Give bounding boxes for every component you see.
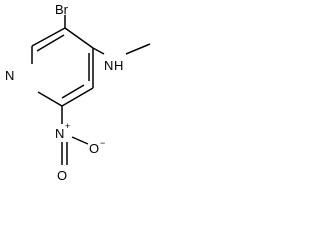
bond-c2-c3-inner — [36, 34, 65, 52]
pyridine-ring — [31, 27, 94, 107]
nitro-nitrogen-label: N — [55, 126, 64, 141]
nitro-oxygen-double-label: O — [57, 168, 67, 183]
nitro-nitrogen-charge: + — [65, 121, 70, 131]
bond-c2-c3 — [31, 27, 66, 47]
bond-nitro-o-single — [71, 136, 89, 145]
amine-hydrogen-label: H — [114, 58, 123, 73]
bond-c4-nh — [92, 47, 105, 55]
nitro-oxygen-charge: − — [100, 138, 105, 148]
bond-nh-ch3 — [125, 43, 151, 55]
chemical-structure: Br N N H N + O − O — [5, 2, 151, 183]
ring-nitrogen-label: N — [5, 68, 14, 83]
bond-c5-c6 — [61, 87, 94, 107]
bond-c6-n1 — [37, 91, 63, 107]
bond-c3-c4 — [64, 27, 94, 49]
amine-nitrogen-label: N — [104, 58, 113, 73]
bond-c6-c6-inner — [61, 84, 85, 99]
bromine-label: Br — [55, 2, 69, 17]
nitro-oxygen-single-label: O — [89, 141, 99, 156]
